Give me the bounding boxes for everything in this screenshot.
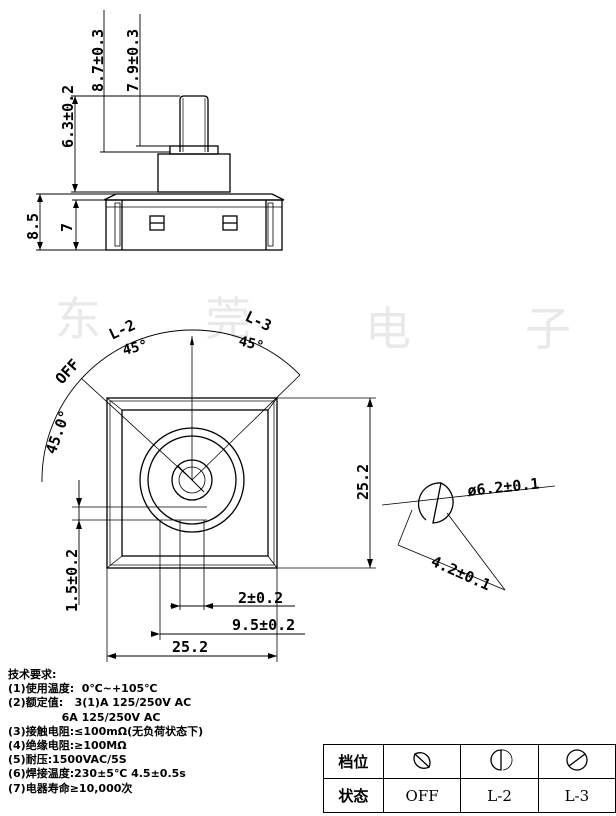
dim-8-5: 8.5 — [24, 213, 42, 240]
side-view — [36, 10, 285, 251]
top-view-arrows — [76, 336, 373, 659]
top-view — [41, 329, 556, 662]
shaft-l2-cell — [460, 744, 539, 779]
angle-l2: 45° — [121, 337, 149, 359]
dim-7-9: 7.9±0.3 — [124, 29, 142, 92]
angle-off: 45.0° — [42, 408, 74, 457]
notes-title: 技术要求: — [8, 668, 57, 681]
dim-8-7: 8.7±0.3 — [89, 29, 107, 92]
notes-line: (7)电器寿命≥10,000次 — [8, 781, 133, 795]
technical-requirements: 技术要求: (1)使用温度: 0℃~+105℃ (2)额定值: 3(1)A 12… — [8, 668, 308, 796]
notes-line: (1)使用温度: 0℃~+105℃ — [8, 682, 158, 696]
state-l3: L-3 — [537, 778, 616, 813]
shaft-off-icon — [413, 751, 431, 769]
dim-4-2: 4.2±0.1 — [428, 552, 493, 594]
dim-25-2-right: 25.2 — [354, 464, 372, 500]
notes-line: (2)额定值: 3(1)A 125/250V AC — [8, 696, 192, 710]
notes-line: 6A 125/250V AC — [8, 710, 161, 724]
angle-l3: 45° — [237, 333, 265, 355]
notes-line: (5)耐压:1500VAC/5S — [8, 753, 127, 767]
dim-6-3: 6.3±0.2 — [59, 85, 77, 148]
state-off: OFF — [382, 778, 462, 813]
notes-line: (6)焊接温度:230±5℃ 4.5±0.5s — [8, 767, 186, 781]
watermark-char-2: 莞 — [205, 292, 251, 346]
shaft-off-cell — [382, 744, 462, 779]
dim-6-2: ø6.2±0.1 — [467, 475, 541, 500]
notes-line: (3)接触电阻:≤100mΩ(无负荷状态下) — [8, 724, 204, 738]
watermark-char-3: 电 — [365, 302, 411, 356]
position-header: 档位 — [323, 744, 384, 779]
shaft-l3-cell — [537, 744, 616, 779]
dim-25-2-bottom: 25.2 — [172, 638, 208, 656]
state-l2: L-2 — [460, 778, 539, 813]
notes-line: (4)绝缘电阻:≥100MΩ — [8, 739, 127, 753]
state-table-row-position: 档位 — [323, 744, 616, 779]
watermark-char-4: 子 — [525, 302, 571, 356]
dim-9-5: 9.5±0.2 — [232, 616, 295, 634]
state-table-row-state: 状态 OFF L-2 L-3 — [323, 778, 616, 813]
dim-1-5: 1.5±0.2 — [63, 549, 81, 612]
watermark-char-1: 东 — [55, 292, 101, 346]
state-header: 状态 — [323, 778, 384, 813]
dim-2: 2±0.2 — [238, 589, 283, 607]
dim-7: 7 — [58, 223, 76, 232]
shaft-l3-icon — [566, 748, 588, 771]
state-table: 档位 状态 OFF L-2 L-3 — [323, 744, 616, 813]
shaft-l2-icon — [489, 748, 512, 771]
